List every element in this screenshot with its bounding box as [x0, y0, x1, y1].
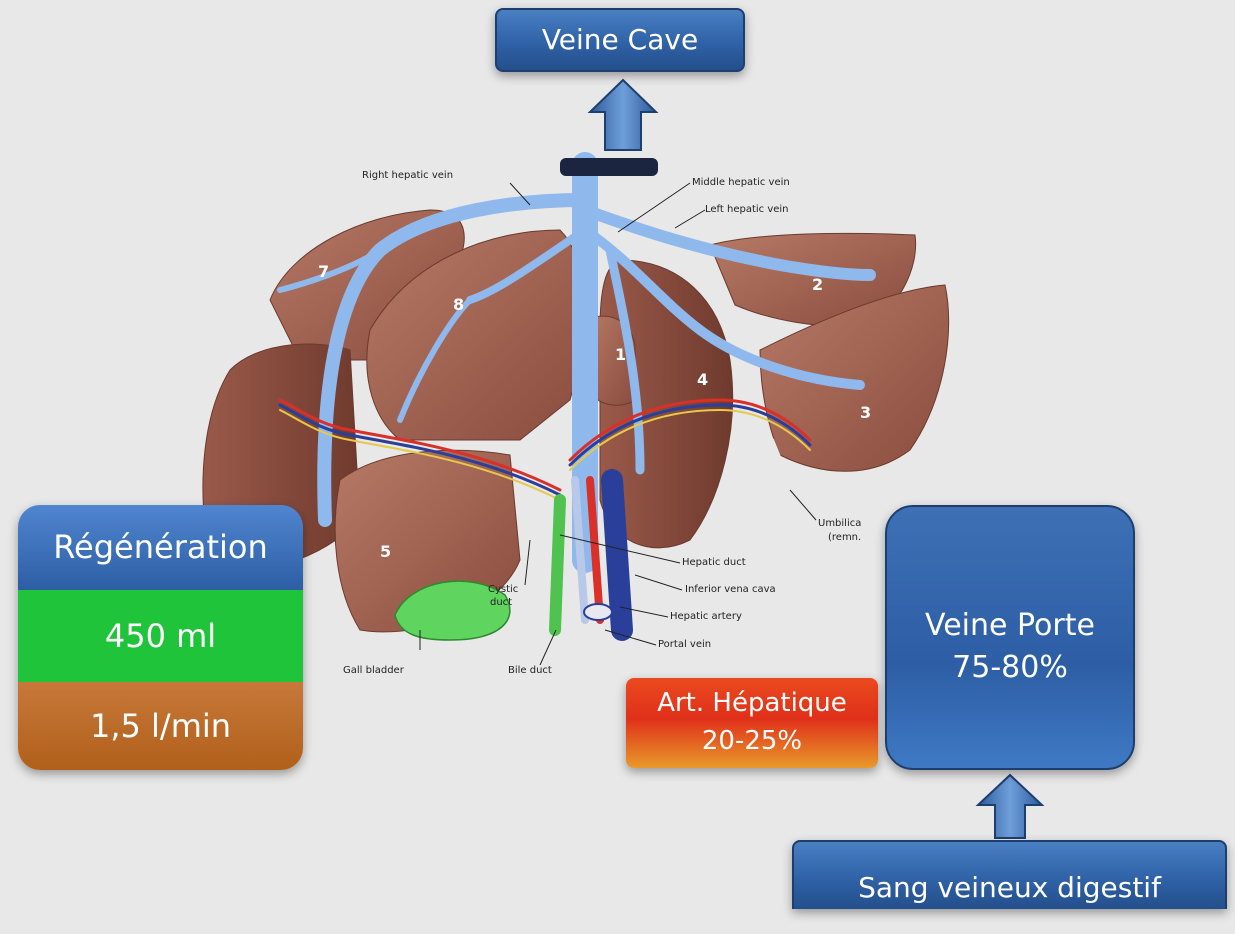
liver-illustration — [0, 0, 1235, 909]
regeneration-header: Régénération — [18, 505, 303, 590]
label-bile-duct: Bile duct — [508, 665, 552, 676]
vena-cava-top — [560, 158, 658, 176]
regeneration-card: Régénération 450 ml 1,5 l/min — [18, 505, 303, 770]
segment-number-1: 1 — [615, 345, 626, 364]
sang-veineux-label: Sang veineux digestif — [858, 871, 1161, 904]
label-hepatic-artery: Hepatic artery — [670, 611, 742, 622]
label-middle-hepatic-vein: Middle hepatic vein — [692, 177, 790, 188]
art-hepatique-percent: 20-25% — [626, 722, 878, 760]
segment-number-4: 4 — [697, 370, 708, 389]
segment-number-7: 7 — [318, 262, 329, 281]
volume-value: 450 ml — [105, 617, 216, 655]
label-left-hepatic-vein: Left hepatic vein — [705, 204, 789, 215]
veine-cave-box: Veine Cave — [495, 8, 745, 72]
veine-porte-title: Veine Porte — [887, 605, 1133, 647]
label-umbilical-remnant: (remn. — [828, 532, 861, 543]
label-right-hepatic-vein: Right hepatic vein — [362, 170, 453, 181]
segment-number-3: 3 — [860, 403, 871, 422]
veine-porte-percent: 75-80% — [887, 647, 1133, 689]
regeneration-label: Régénération — [53, 528, 268, 566]
portal-vein-end — [584, 604, 612, 620]
label-hepatic-duct: Hepatic duct — [682, 557, 746, 568]
label-gall-bladder: Gall bladder — [343, 665, 404, 676]
volume-row: 450 ml — [18, 590, 303, 682]
sang-veineux-box: Sang veineux digestif — [792, 840, 1227, 909]
art-hepatique-box: Art. Hépatique 20-25% — [626, 678, 878, 768]
segment-number-2: 2 — [812, 275, 823, 294]
label-cystic-duct-2: duct — [490, 597, 512, 608]
arrow-up-to-veine-cave — [590, 80, 656, 150]
veine-porte-box: Veine Porte 75-80% — [885, 505, 1135, 770]
label-portal-vein: Portal vein — [658, 639, 711, 650]
segment-number-8: 8 — [453, 295, 464, 314]
label-cystic-duct-1: Cystic — [488, 584, 518, 595]
arrow-up-from-digestif — [978, 775, 1042, 838]
segment-number-5: 5 — [380, 542, 391, 561]
label-inferior-vena-cava: Inferior vena cava — [685, 584, 776, 595]
label-umbilical: Umbilica — [818, 518, 861, 529]
veine-cave-label: Veine Cave — [542, 23, 698, 56]
flow-row: 1,5 l/min — [18, 682, 303, 770]
art-hepatique-title: Art. Hépatique — [626, 684, 878, 722]
flow-value: 1,5 l/min — [90, 707, 231, 745]
